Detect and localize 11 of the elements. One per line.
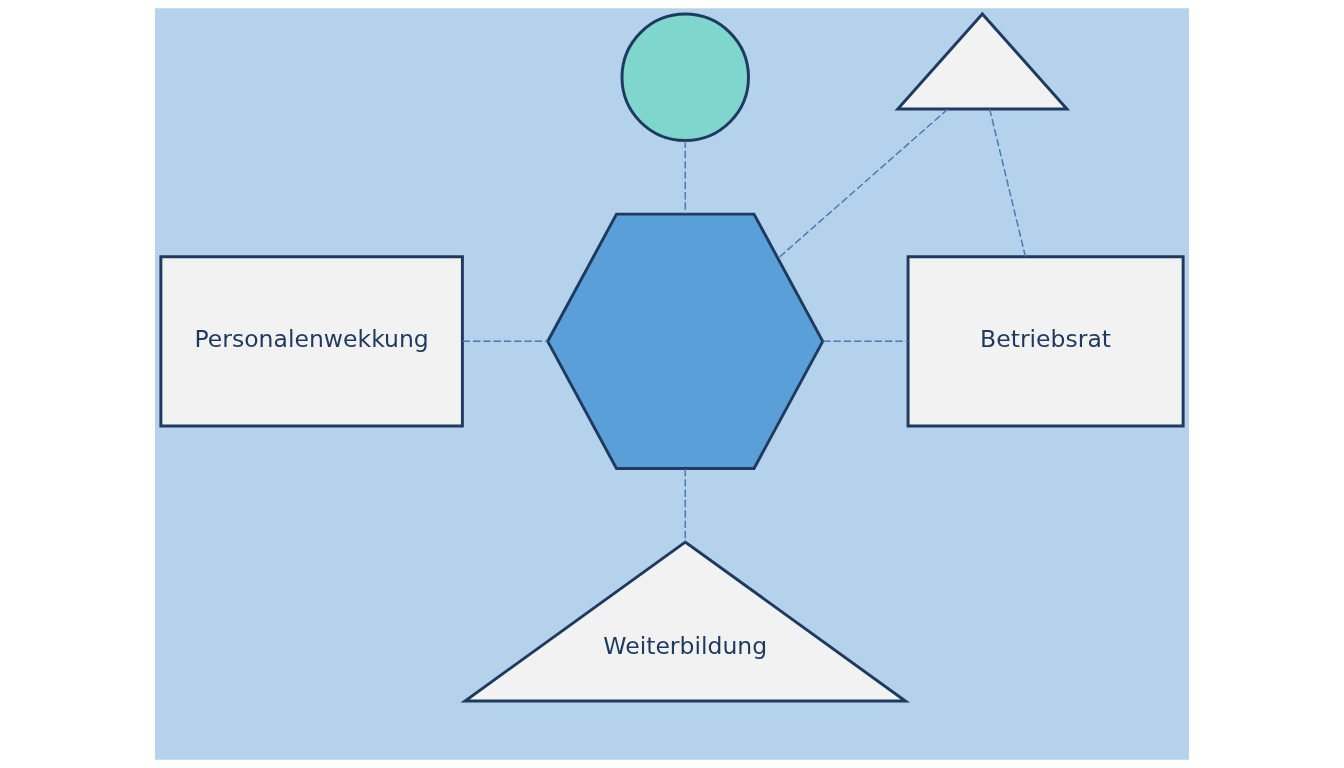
node-box: Betriebsrat [906, 255, 1185, 428]
connector [777, 108, 949, 260]
connector [461, 340, 549, 343]
connector [684, 139, 686, 215]
node-box: Personalenwekkung [159, 255, 464, 428]
node-circle [620, 12, 750, 143]
connector [989, 108, 1027, 258]
node-hexagon [546, 212, 825, 471]
connector [822, 340, 909, 343]
connector [684, 468, 686, 543]
node-triangle [894, 11, 1071, 111]
